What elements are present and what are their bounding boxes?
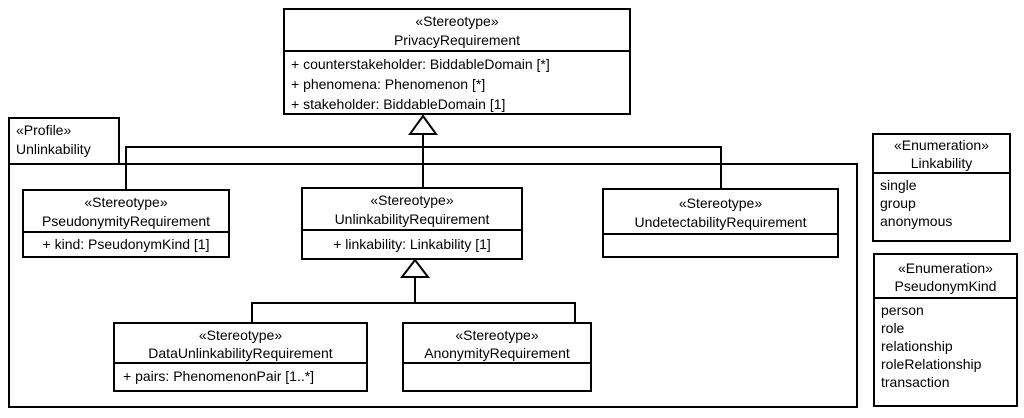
attribute: + phenomena: Phenomenon [*] bbox=[291, 76, 486, 92]
class-title-privacy-requirement: «Stereotype» PrivacyRequirement bbox=[285, 10, 629, 52]
profile-container-frame bbox=[8, 163, 858, 408]
attributes-compartment: + counterstakeholder: BiddableDomain [*]… bbox=[285, 52, 629, 116]
attributes-compartment: + linkability: Linkability [1] bbox=[303, 231, 521, 257]
enumeration-name: PseudonymKind bbox=[894, 278, 997, 294]
attribute: + counterstakeholder: BiddableDomain [*] bbox=[291, 56, 550, 72]
enumeration-title-pseudonym-kind: «Enumeration» PseudonymKind bbox=[875, 255, 1016, 299]
class-name: DataUnlinkabilityRequirement bbox=[148, 345, 333, 361]
profile-tab: «Profile» Unlinkability bbox=[8, 117, 120, 165]
attributes-compartment: + kind: PseudonymKind [1] bbox=[24, 233, 228, 255]
class-pseudonymity-requirement: «Stereotype» PseudonymityRequirement + k… bbox=[22, 189, 230, 258]
enumeration-literal: transaction bbox=[881, 374, 950, 390]
attribute: + kind: PseudonymKind [1] bbox=[42, 236, 210, 252]
enumeration-literal: relationship bbox=[881, 338, 953, 354]
hollow-triangle-arrow-unlinkability bbox=[399, 258, 431, 278]
stereotype-keyword: «Stereotype» bbox=[678, 195, 763, 211]
enumeration-literal: person bbox=[881, 302, 924, 318]
enumeration-literal: group bbox=[880, 195, 916, 211]
class-data-unlinkability-requirement: «Stereotype» DataUnlinkabilityRequiremen… bbox=[113, 322, 368, 392]
class-name: PseudonymityRequirement bbox=[41, 213, 211, 229]
stereotype-keyword: «Stereotype» bbox=[84, 194, 168, 210]
class-title-anonymity-requirement: «Stereotype» AnonymityRequirement bbox=[404, 324, 590, 364]
class-title-data-unlinkability-requirement: «Stereotype» DataUnlinkabilityRequiremen… bbox=[115, 324, 366, 364]
enumeration-values: single group anonymous bbox=[874, 174, 1009, 232]
class-title-unlinkability-requirement: «Stereotype» UnlinkabilityRequirement bbox=[303, 189, 521, 231]
attributes-compartment: + pairs: PhenomenonPair [1..*] bbox=[115, 364, 366, 388]
class-name: AnonymityRequirement bbox=[424, 345, 570, 361]
attribute: + pairs: PhenomenonPair [1..*] bbox=[123, 368, 315, 384]
profile-name: Unlinkability bbox=[16, 141, 91, 157]
class-title-undetectability-requirement: «Stereotype» UndetectabilityRequirement bbox=[604, 190, 837, 235]
class-title-pseudonymity-requirement: «Stereotype» PseudonymityRequirement bbox=[24, 191, 228, 233]
class-name: UnlinkabilityRequirement bbox=[334, 211, 490, 227]
enumeration-values: person role relationship roleRelationshi… bbox=[875, 299, 1016, 393]
enumeration-keyword: «Enumeration» bbox=[898, 260, 993, 276]
class-unlinkability-requirement: «Stereotype» UnlinkabilityRequirement + … bbox=[301, 187, 523, 260]
stereotype-keyword: «Stereotype» bbox=[370, 192, 454, 208]
profile-keyword: «Profile» bbox=[16, 122, 72, 138]
class-name: PrivacyRequirement bbox=[393, 32, 521, 48]
enumeration-literal: roleRelationship bbox=[881, 356, 982, 372]
attributes-compartment-empty bbox=[604, 235, 837, 239]
attributes-compartment-empty bbox=[404, 364, 590, 368]
stereotype-keyword: «Stereotype» bbox=[455, 327, 539, 343]
attribute: + stakeholder: BiddableDomain [1] bbox=[291, 96, 506, 112]
enumeration-title-linkability: «Enumeration» Linkability bbox=[874, 135, 1009, 174]
class-name: UndetectabilityRequirement bbox=[634, 214, 807, 230]
enumeration-literal: anonymous bbox=[880, 213, 953, 229]
class-anonymity-requirement: «Stereotype» AnonymityRequirement bbox=[402, 322, 592, 392]
class-privacy-requirement: «Stereotype» PrivacyRequirement + counte… bbox=[283, 8, 631, 115]
enumeration-linkability: «Enumeration» Linkability single group a… bbox=[872, 133, 1011, 242]
enumeration-keyword: «Enumeration» bbox=[894, 137, 989, 153]
stereotype-keyword: «Stereotype» bbox=[198, 327, 283, 343]
hollow-triangle-arrow-privacy bbox=[408, 114, 438, 135]
stereotype-keyword: «Stereotype» bbox=[415, 13, 499, 29]
enumeration-name: Linkability bbox=[910, 155, 973, 171]
enumeration-literal: single bbox=[880, 177, 917, 193]
attribute: + linkability: Linkability [1] bbox=[333, 236, 491, 252]
class-undetectability-requirement: «Stereotype» UndetectabilityRequirement bbox=[602, 188, 839, 258]
enumeration-literal: role bbox=[881, 320, 905, 336]
enumeration-pseudonym-kind: «Enumeration» PseudonymKind person role … bbox=[873, 253, 1018, 407]
